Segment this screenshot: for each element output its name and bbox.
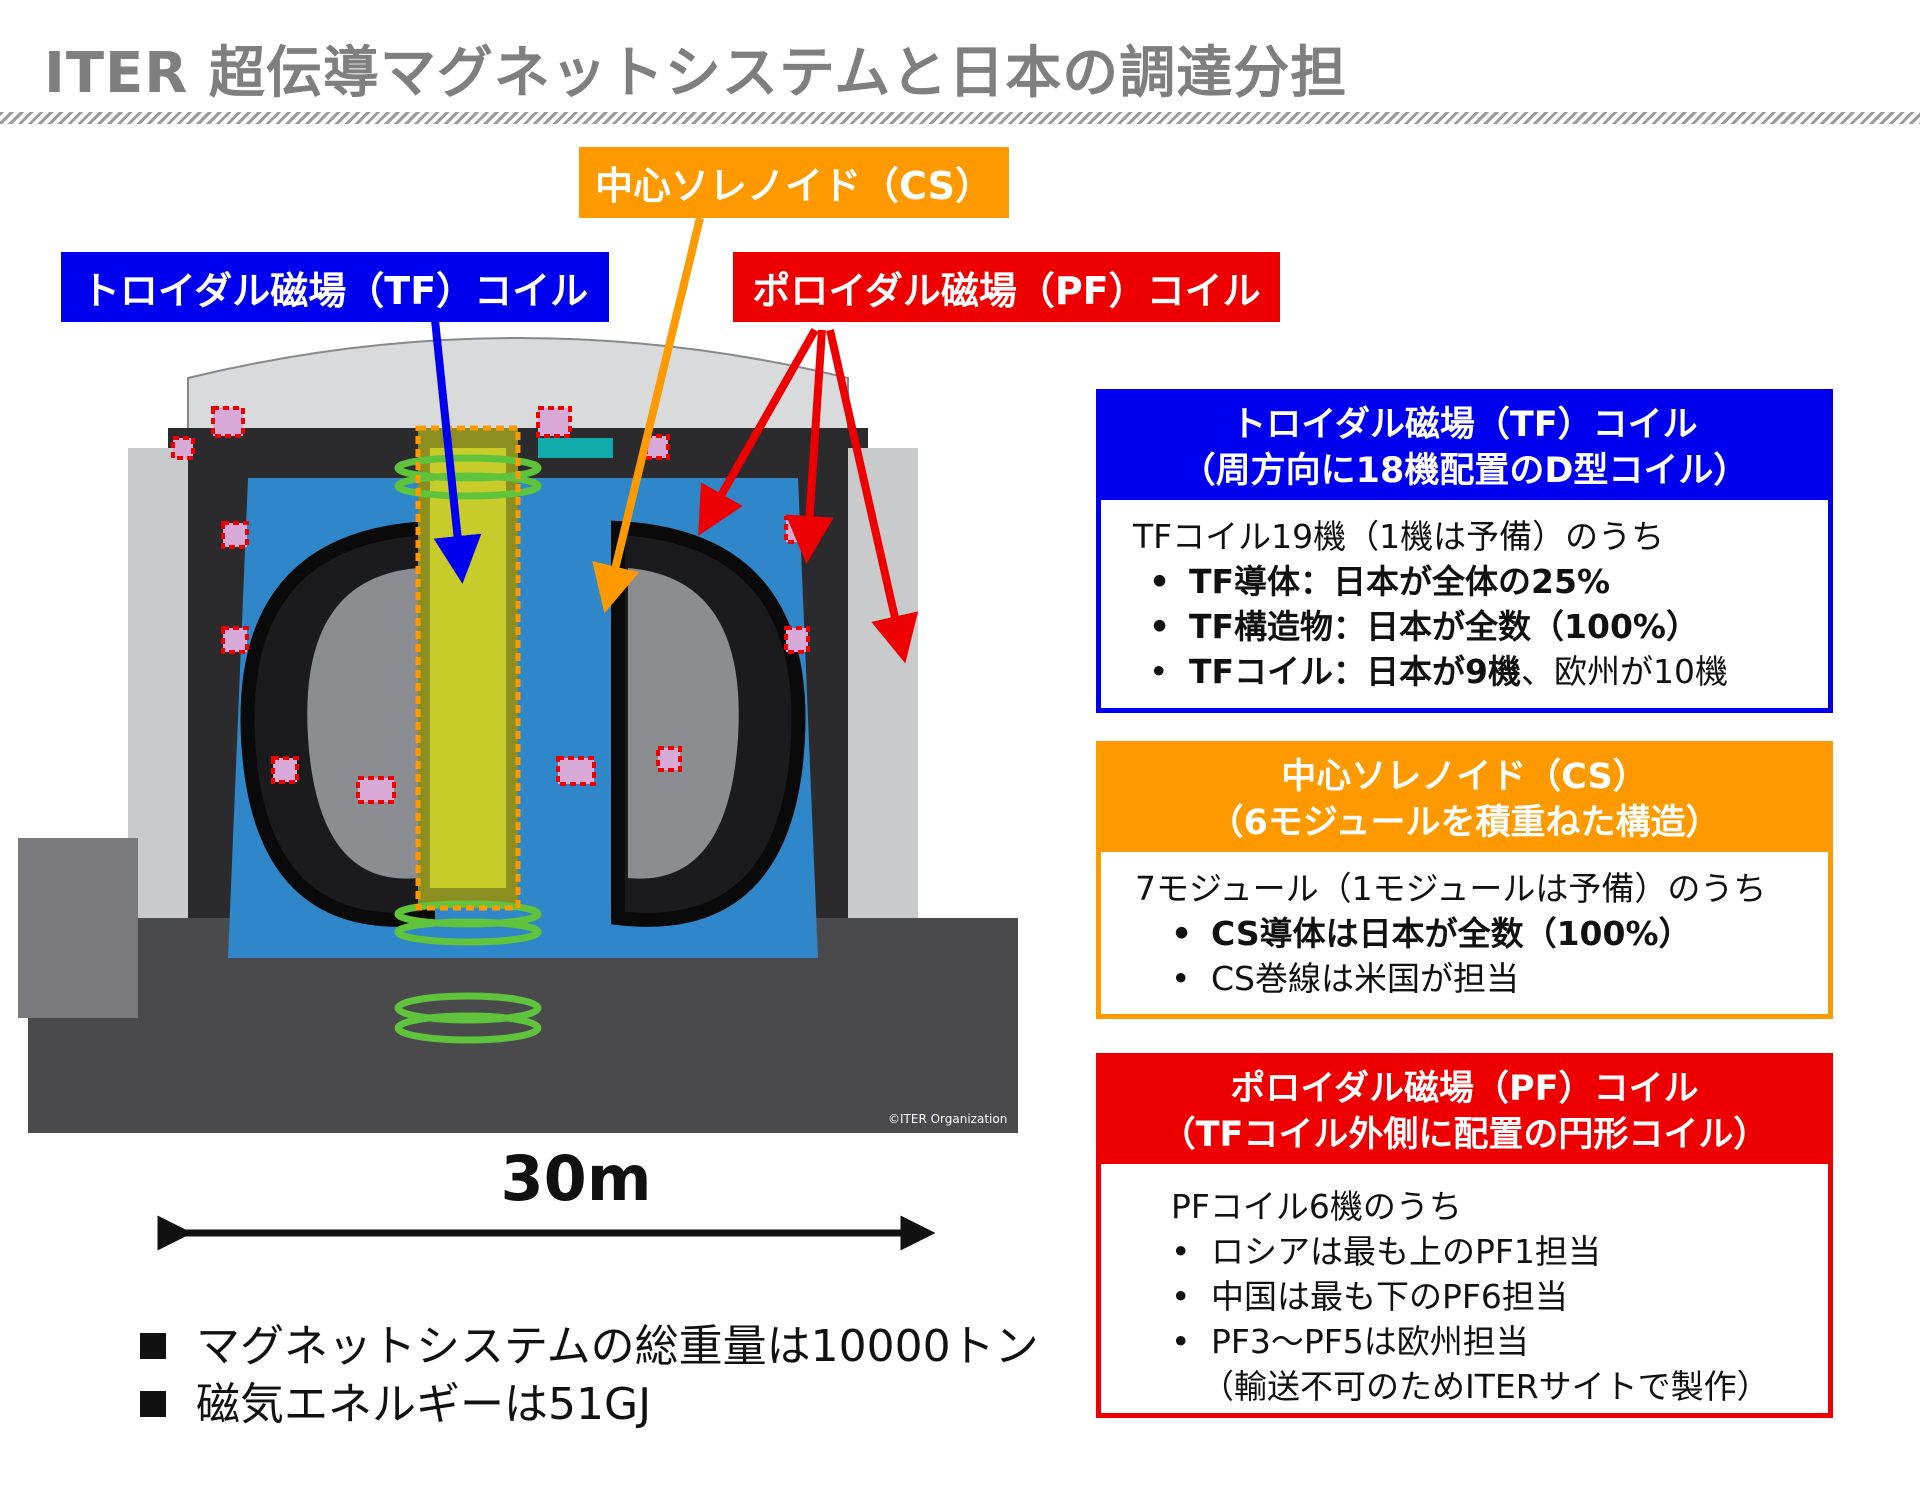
cs-item: •CS導体は日本が全数（100%） xyxy=(1171,914,1692,953)
title-divider xyxy=(0,112,1920,124)
scale-label: 30m xyxy=(500,1142,652,1215)
square-bullet-icon xyxy=(140,1333,166,1359)
fact-text: 磁気エネルギーは51GJ xyxy=(196,1379,652,1430)
label-tf: トロイダル磁場（TF）コイル xyxy=(61,252,609,322)
cs-info-box: 中心ソレノイド（CS） （6モジュールを積重ねた構造） 7モジュール（1モジュー… xyxy=(1096,741,1833,1019)
tf-box-body: TFコイル19機（1機は予備）のうち •TF導体：日本が全体の25% •TF構造… xyxy=(1101,500,1828,694)
pf-box-header: ポロイダル磁場（PF）コイル （TFコイル外側に配置の円形コイル） xyxy=(1101,1058,1828,1164)
cs-box-body: 7モジュール（1モジュールは予備）のうち •CS導体は日本が全数（100%） •… xyxy=(1101,852,1828,1001)
tf-item: •TF導体：日本が全体の25% xyxy=(1149,562,1611,601)
tf-item: •TFコイル：日本が9機、欧州が10機 xyxy=(1149,652,1729,691)
tf-box-title: トロイダル磁場（TF）コイル xyxy=(1231,405,1698,445)
image-credit: ©ITER Organization xyxy=(888,1112,1008,1126)
cs-box-subtitle: （6モジュールを積重ねた構造） xyxy=(1208,803,1721,843)
tf-info-box: トロイダル磁場（TF）コイル （周方向に18機配置のD型コイル） TFコイル19… xyxy=(1096,389,1833,713)
iter-cutaway-illustration xyxy=(18,318,1018,1133)
cs-item: •CS巻線は米国が担当 xyxy=(1171,959,1519,998)
tf-intro: TFコイル19機（1機は予備）のうち xyxy=(1133,517,1665,556)
label-pf: ポロイダル磁場（PF）コイル xyxy=(733,252,1280,322)
cs-box-header: 中心ソレノイド（CS） （6モジュールを積重ねた構造） xyxy=(1101,746,1828,852)
pf-info-box: ポロイダル磁場（PF）コイル （TFコイル外側に配置の円形コイル） PFコイル6… xyxy=(1096,1053,1833,1418)
square-bullet-icon xyxy=(140,1391,166,1417)
pf-box-body: PFコイル6機のうち •ロシアは最も上のPF1担当 •中国は最も下のPF6担当 … xyxy=(1101,1164,1828,1409)
pf-item: •ロシアは最も上のPF1担当 xyxy=(1171,1232,1601,1271)
pf-item: •PF3～PF5は欧州担当 xyxy=(1171,1322,1529,1361)
pf-note: （輸送不可のためITERサイトで製作） xyxy=(1201,1367,1770,1406)
facts-list: マグネットシステムの総重量は10000トン 磁気エネルギーは51GJ xyxy=(140,1318,1039,1434)
cs-intro: 7モジュール（1モジュールは予備）のうち xyxy=(1135,869,1767,908)
pf-item: •中国は最も下のPF6担当 xyxy=(1171,1277,1568,1316)
label-cs: 中心ソレノイド（CS） xyxy=(579,147,1009,218)
tf-item: •TF構造物：日本が全数（100%） xyxy=(1149,607,1700,646)
fact-text: マグネットシステムの総重量は10000トン xyxy=(196,1321,1039,1372)
tf-box-header: トロイダル磁場（TF）コイル （周方向に18機配置のD型コイル） xyxy=(1101,394,1828,500)
pf-intro: PFコイル6機のうち xyxy=(1171,1187,1462,1226)
fact-item: 磁気エネルギーは51GJ xyxy=(140,1376,1039,1434)
tf-box-subtitle: （周方向に18機配置のD型コイル） xyxy=(1180,451,1749,491)
slide-title: ITER 超伝導マグネットシステムと日本の調達分担 xyxy=(44,41,1348,106)
pf-box-title: ポロイダル磁場（PF）コイル xyxy=(1230,1069,1699,1109)
pf-box-subtitle: （TFコイル外側に配置の円形コイル） xyxy=(1160,1115,1769,1155)
fact-item: マグネットシステムの総重量は10000トン xyxy=(140,1318,1039,1376)
cs-box-title: 中心ソレノイド（CS） xyxy=(1281,757,1648,797)
